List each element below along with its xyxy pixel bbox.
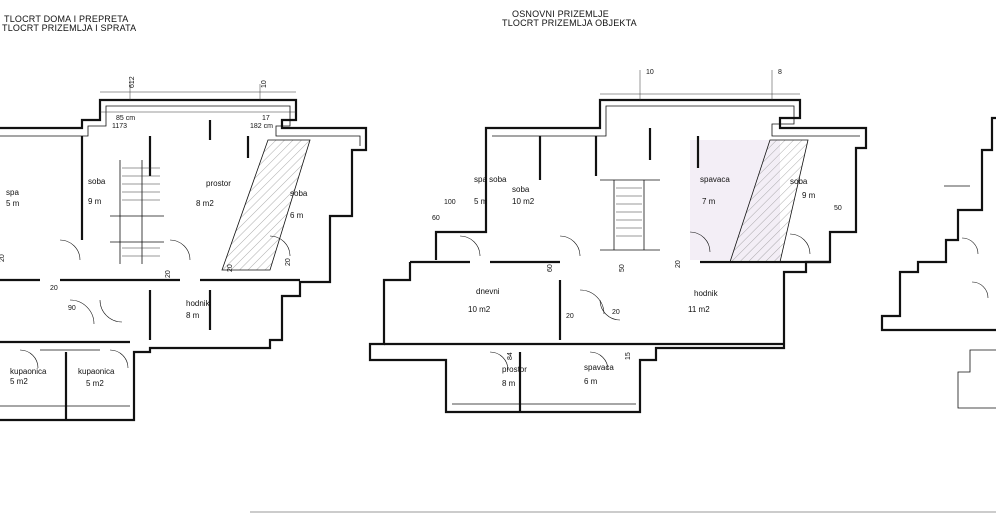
left-room-2-area: 9 m	[88, 197, 102, 206]
right-unit-plan	[880, 116, 996, 409]
left-unit-inner-line	[0, 105, 361, 146]
left-dim-top-3: 85 cm	[116, 115, 135, 122]
center-dim-mid-8: 50	[834, 205, 842, 212]
center-room-8-name: spavaca	[584, 363, 614, 372]
left-dim-top-1: 612	[129, 76, 136, 88]
left-unit-stair	[122, 167, 160, 257]
left-dim-top-4: 1173	[112, 123, 127, 130]
center-room-6-area: 11 m2	[688, 305, 710, 314]
center-room-7-area: 8 m	[502, 379, 516, 388]
left-room-5-area: 5 m2	[10, 377, 28, 386]
center-room-4-name: soba	[790, 177, 808, 186]
left-room-3-area: 8 m2	[196, 199, 214, 208]
center-room-1-area: 5 m	[474, 197, 488, 206]
header-left-line1: TLOCRT DOMA I PREPRETA	[4, 14, 129, 24]
left-dim-top-2: 10	[261, 80, 268, 88]
center-room-1-name: spa soba	[474, 175, 507, 184]
left-unit-doors	[19, 235, 291, 369]
left-room-3-name: prostor	[206, 179, 231, 188]
left-dim-mid-5: 20	[227, 264, 234, 272]
center-room-5-area: 10 m2	[468, 305, 491, 314]
right-unit-lower-wall	[957, 349, 996, 409]
left-room-6-name: kupaonica	[78, 367, 115, 376]
center-unit-dimension-top	[600, 70, 800, 100]
center-dim-mid-1: 100	[444, 199, 456, 206]
left-room-7-name: hodnik	[186, 299, 211, 308]
center-dim-mid-7: 50	[619, 264, 626, 272]
center-room-6-name: hodnik	[694, 289, 719, 298]
center-room-7-name: prostor	[502, 365, 527, 374]
left-room-4-name: soba	[290, 189, 308, 198]
left-room-4-area: 6 m	[290, 211, 304, 220]
center-dim-mid-6: 20	[675, 260, 682, 268]
left-dim-mid-3: 90	[68, 305, 76, 312]
right-unit-door	[961, 237, 979, 255]
center-unit-stair	[616, 187, 642, 237]
header-left-line2: TLOCRT PRIZEMLJA I SPRATA	[2, 23, 137, 33]
left-room-5-name: kupaonica	[10, 367, 47, 376]
center-room-2-name: soba	[512, 185, 530, 194]
left-room-6-area: 5 m2	[86, 379, 104, 388]
center-dim-top-1: 10	[646, 69, 654, 76]
header-center-line1: OSNOVNI PRIZEMLJE	[512, 9, 609, 19]
center-room-5-name: dnevni	[476, 287, 500, 296]
center-unit-interior-walls	[384, 128, 830, 412]
left-unit-plan: 612 10 85 cm 1173 182 cm 17 spa 5 m soba…	[0, 76, 368, 422]
center-dim-mid-3: 60	[547, 264, 554, 272]
center-room-3-name: spavaca	[700, 175, 730, 184]
left-room-1-name: spa	[6, 188, 19, 197]
left-unit-hatched-void	[221, 139, 311, 271]
right-unit-outer-wall	[880, 116, 996, 332]
left-dim-top-6: 17	[262, 115, 270, 122]
header-center-line2: TLOCRT PRIZEMLJA OBJEKTA	[502, 18, 637, 28]
left-room-7-area: 8 m	[186, 311, 200, 320]
right-unit-door-2	[971, 281, 989, 299]
center-unit-doors	[459, 231, 811, 371]
left-unit-dimension-top	[100, 80, 296, 113]
center-dim-mid-10: 15	[625, 352, 632, 360]
left-dim-mid-4: 20	[165, 270, 172, 278]
left-unit-outer-wall	[0, 98, 368, 422]
left-unit-interior-walls	[0, 120, 300, 420]
left-dim-mid-1: 20	[0, 254, 6, 262]
center-dim-mid-2: 60	[432, 215, 440, 222]
center-dim-mid-9: 84	[507, 352, 514, 360]
left-room-1-area: 5 m	[6, 199, 20, 208]
left-room-2-name: soba	[88, 177, 106, 186]
center-room-8-area: 6 m	[584, 377, 598, 386]
center-unit-plan: 10 8 spa soba 5 m soba 10 m2 spavaca 7 m…	[368, 69, 868, 414]
center-dim-top-2: 8	[778, 69, 782, 76]
left-dim-mid-2: 20	[50, 285, 58, 292]
center-dim-mid-5: 20	[612, 309, 620, 316]
center-room-4-area: 9 m	[802, 191, 816, 200]
center-room-2-area: 10 m2	[512, 197, 535, 206]
center-room-3-area: 7 m	[702, 197, 716, 206]
left-dim-mid-6: 20	[285, 258, 292, 266]
center-dim-mid-4: 20	[566, 313, 574, 320]
left-dim-top-5: 182 cm	[250, 123, 273, 130]
center-unit-inner-line	[492, 105, 860, 137]
